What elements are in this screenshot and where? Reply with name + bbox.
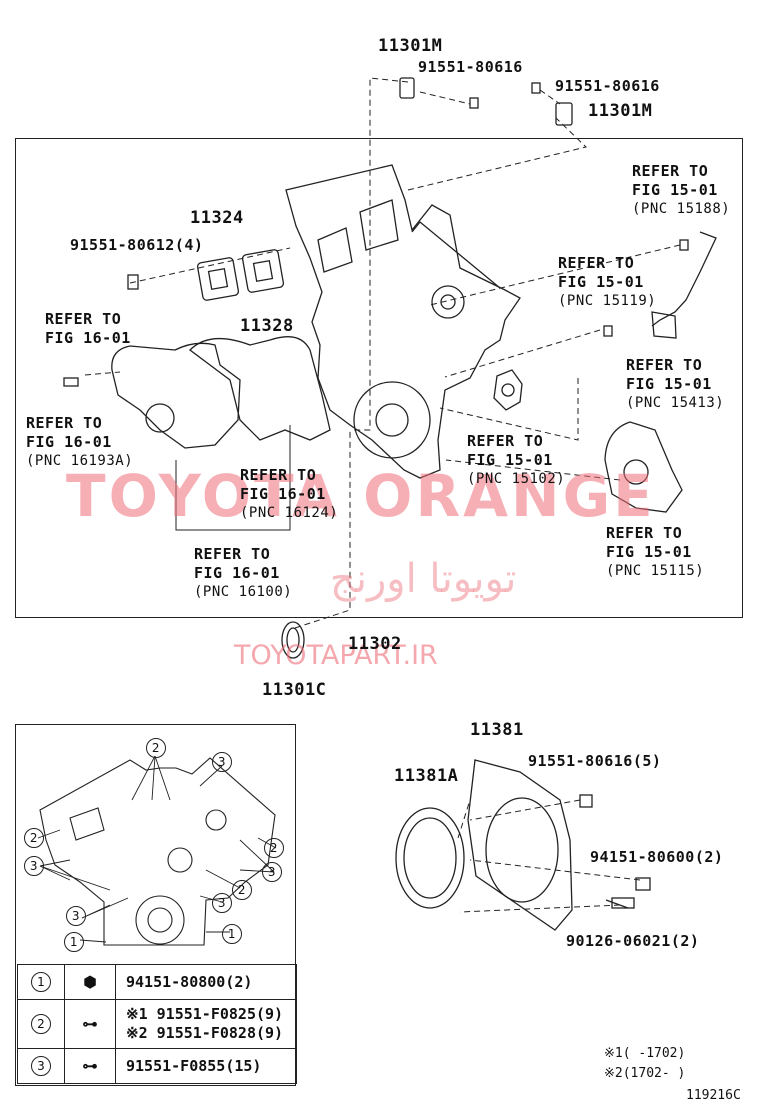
part-label-91551-80616-a: 91551-80616 xyxy=(418,58,523,76)
retainer-shape xyxy=(395,759,651,931)
oil-seal-shape xyxy=(281,621,305,659)
timing-cover-shape xyxy=(285,164,521,479)
part-label-11301C: 11301C xyxy=(262,680,327,700)
legend-number: 1 xyxy=(31,972,51,992)
part-label-90126-06021: 90126-06021(2) xyxy=(566,932,700,950)
oil-pipe-shape xyxy=(651,231,717,339)
inset-callout-1: 1 xyxy=(222,924,242,944)
bolt-icon: ⊶ xyxy=(82,1015,98,1033)
inset-callout-3: 3 xyxy=(66,906,86,926)
inset-callout-3: 3 xyxy=(212,752,232,772)
part-label-11301M-right: 11301M xyxy=(588,101,653,121)
part-label-91551-80616-b: 91551-80616 xyxy=(555,77,660,95)
legend-part: 94151-80800(2) xyxy=(115,964,297,1000)
legend-part: ※2 91551-F0828(9) xyxy=(126,1024,284,1042)
part-label-11324: 11324 xyxy=(190,208,244,228)
note-2: ※2(1702- ) xyxy=(604,1066,686,1081)
bolt-legend-table: 1 ⬢ 94151-80800(2) 2 ⊶ ※1 91551-F0825(9)… xyxy=(17,964,297,1084)
part-label-11301M-top: 11301M xyxy=(378,36,443,56)
part-label-94151-80600: 94151-80600(2) xyxy=(590,848,724,866)
inset-callout-2: 2 xyxy=(24,828,44,848)
bolt-icon xyxy=(63,77,689,387)
water-pump-shape xyxy=(111,336,331,449)
inset-callout-1: 1 xyxy=(64,932,84,952)
part-label-11381A: 11381A xyxy=(394,766,459,786)
oil-pump-shape xyxy=(493,369,683,513)
gasket-shape xyxy=(196,249,285,301)
part-label-11328: 11328 xyxy=(240,316,294,336)
inset-callout-2: 2 xyxy=(232,880,252,900)
illustration-code: 119216C xyxy=(686,1088,741,1103)
part-label-91551-80616-5: 91551-80616(5) xyxy=(528,752,662,770)
table-row: 2 ⊶ ※1 91551-F0825(9) ※2 91551-F0828(9) xyxy=(17,999,297,1049)
part-label-11381: 11381 xyxy=(470,720,524,740)
bolt-location-inset-frame xyxy=(15,724,296,1086)
inset-callout-2: 2 xyxy=(264,838,284,858)
note-1: ※1( -1702) xyxy=(604,1046,686,1061)
legend-part: ※1 91551-F0825(9) xyxy=(126,1005,284,1023)
inset-callout-3: 3 xyxy=(24,856,44,876)
legend-part: 91551-F0855(15) xyxy=(115,1048,297,1084)
legend-number: 3 xyxy=(31,1056,51,1076)
nut-icon: ⬢ xyxy=(83,973,97,991)
watermark-text: TOYOTA ORANGE xyxy=(66,462,656,530)
watermark-url: TOYOTAPART.IR xyxy=(234,640,438,671)
legend-number: 2 xyxy=(31,1014,51,1034)
part-label-91551-80612: 91551-80612(4) xyxy=(70,236,204,254)
inset-callout-3: 3 xyxy=(212,893,232,913)
part-label-11302: 11302 xyxy=(348,634,402,654)
main-diagram-frame xyxy=(15,138,743,618)
inset-callout-2: 2 xyxy=(146,738,166,758)
bolt-icon: ⊶ xyxy=(82,1057,98,1075)
table-row: 3 ⊶ 91551-F0855(15) xyxy=(17,1048,297,1084)
inset-callout-3: 3 xyxy=(262,862,282,882)
watermark-farsi: تویوتا اورنج xyxy=(330,556,517,602)
table-row: 1 ⬢ 94151-80800(2) xyxy=(17,964,297,1000)
